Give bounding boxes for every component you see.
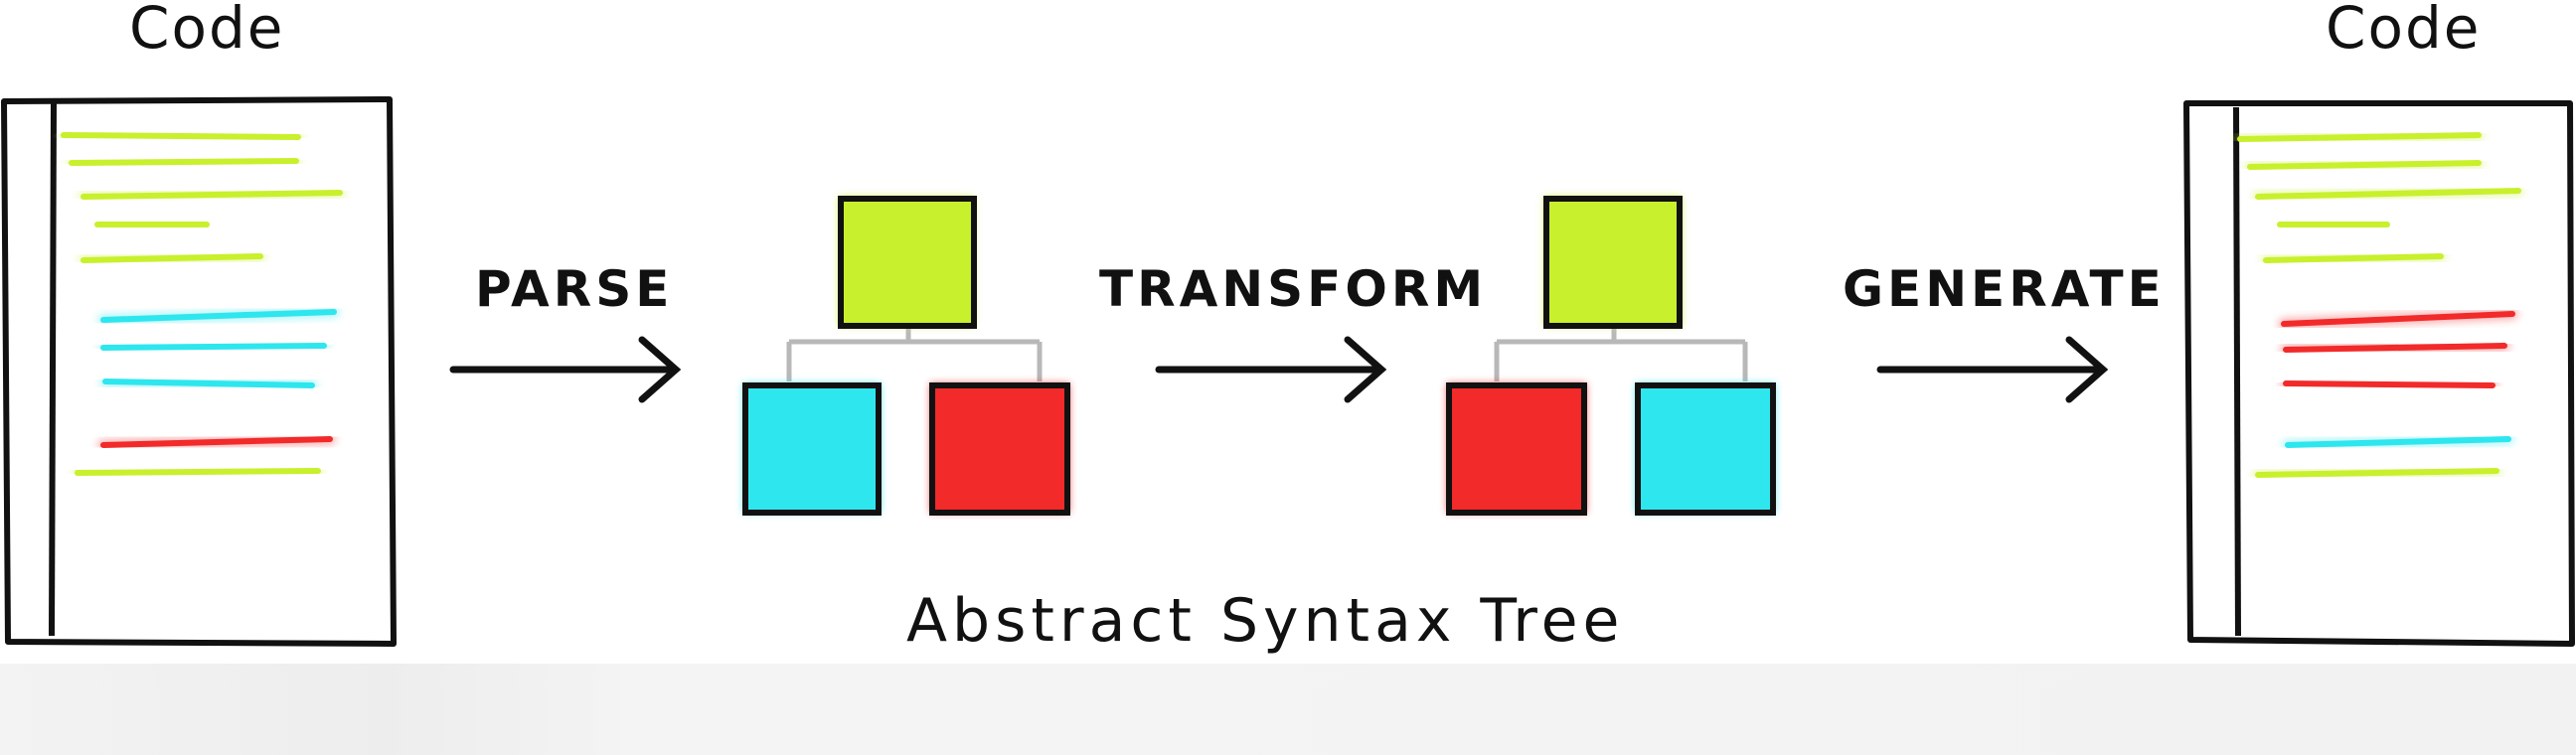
left-code-line (69, 158, 299, 166)
right-code-line (2283, 380, 2496, 388)
ast-before-root-node (838, 196, 977, 329)
generate-label: GENERATE (1843, 260, 2166, 318)
ast-before (742, 196, 1070, 516)
transform-arrow (1155, 336, 1387, 403)
right-code-lines (2234, 129, 2524, 481)
left-code-line (61, 132, 301, 140)
right-code-line (2283, 343, 2507, 353)
ast-before-right-node (929, 382, 1070, 516)
ast-before-connector (786, 326, 1043, 381)
generate-arrow (1876, 336, 2109, 403)
right-code-line (2247, 160, 2482, 170)
left-code-line (100, 309, 337, 323)
ast-after-connector (1494, 326, 1748, 381)
right-code-line (2255, 188, 2521, 200)
left-code-document (1, 96, 397, 647)
left-code-line (102, 378, 315, 388)
left-code-line (100, 436, 333, 448)
right-code-line (2255, 468, 2499, 478)
left-code-line (80, 190, 343, 200)
parse-label: PARSE (475, 260, 674, 318)
left-code-title: Code (129, 0, 285, 62)
ast-caption: Abstract Syntax Tree (906, 586, 1625, 656)
right-code-line (2237, 132, 2482, 142)
left-code-line (80, 253, 263, 263)
left-code-line (75, 468, 321, 476)
left-code-lines (58, 129, 346, 479)
ast-after (1446, 196, 1776, 516)
ast-after-left-node (1446, 382, 1587, 516)
bottom-band (0, 664, 2576, 755)
right-code-line (2285, 436, 2511, 448)
parse-arrow (449, 336, 682, 403)
left-code-line (100, 343, 327, 351)
right-code-line (2263, 253, 2444, 263)
right-code-document (2183, 100, 2575, 647)
right-code-title: Code (2326, 0, 2482, 62)
ast-before-left-node (742, 382, 882, 516)
transform-label: TRANSFORM (1099, 260, 1488, 318)
ast-after-root-node (1543, 196, 1683, 329)
right-code-line (2281, 311, 2515, 327)
ast-after-right-node (1635, 382, 1776, 516)
